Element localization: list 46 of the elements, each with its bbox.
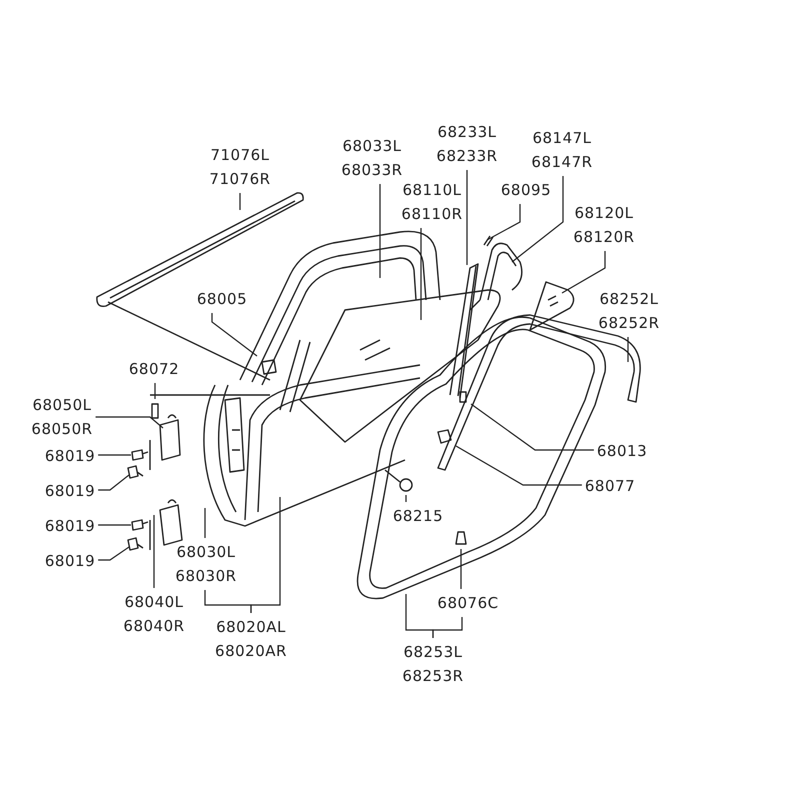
leader-line xyxy=(211,313,258,356)
leader-line xyxy=(460,549,462,589)
callout-number: 68147L 68147R xyxy=(531,126,593,174)
leader-line xyxy=(466,170,468,265)
callout-number: 68120L 68120R xyxy=(573,201,635,249)
callout-number: 68095 xyxy=(500,178,552,202)
callout-number: 68077 xyxy=(584,474,636,498)
callout-number: 68019 xyxy=(44,549,96,573)
leader-line xyxy=(98,454,131,456)
callout-number: 68072 xyxy=(128,357,180,381)
callout-number: 68050L 68050R xyxy=(31,393,93,441)
callout-number: 68252L 68252R xyxy=(598,287,660,335)
leader-line xyxy=(562,251,606,294)
callout-number: 68110L 68110R xyxy=(401,178,463,226)
leader-line xyxy=(470,404,594,451)
leader-line xyxy=(512,176,564,262)
leader-line xyxy=(98,546,130,561)
leader-line xyxy=(98,524,131,526)
callout-number: 68233L 68233R xyxy=(436,120,498,168)
leader-line xyxy=(250,497,281,613)
callout-number: 71076L 71076R xyxy=(209,143,271,191)
callout-number: 68020AL 68020AR xyxy=(215,615,287,663)
callout-number: 68019 xyxy=(44,479,96,503)
callout-number: 68030L 68030R xyxy=(175,540,237,588)
callout-number: 68253L 68253R xyxy=(402,640,464,688)
callout-number: 68215 xyxy=(392,504,444,528)
leader-line xyxy=(379,184,381,278)
leader-line xyxy=(420,228,422,320)
leader-line xyxy=(432,617,463,638)
callout-number: 68076C xyxy=(437,591,499,615)
leader-line xyxy=(204,508,206,538)
callout-number: 68005 xyxy=(196,287,248,311)
callout-number: 68019 xyxy=(44,444,96,468)
leader-line xyxy=(405,495,407,502)
callout-number: 68040L 68040R xyxy=(123,590,185,638)
callout-number: 68019 xyxy=(44,514,96,538)
leader-line xyxy=(627,337,629,362)
callout-number: 68013 xyxy=(596,439,648,463)
callout-number: 68033L 68033R xyxy=(341,134,403,182)
leader-line xyxy=(239,193,241,210)
leader-line xyxy=(486,204,521,241)
leader-line xyxy=(98,474,130,491)
leader-line xyxy=(153,515,155,588)
leader-line xyxy=(456,445,582,486)
leader-line xyxy=(154,383,156,399)
leader-line xyxy=(96,416,164,428)
